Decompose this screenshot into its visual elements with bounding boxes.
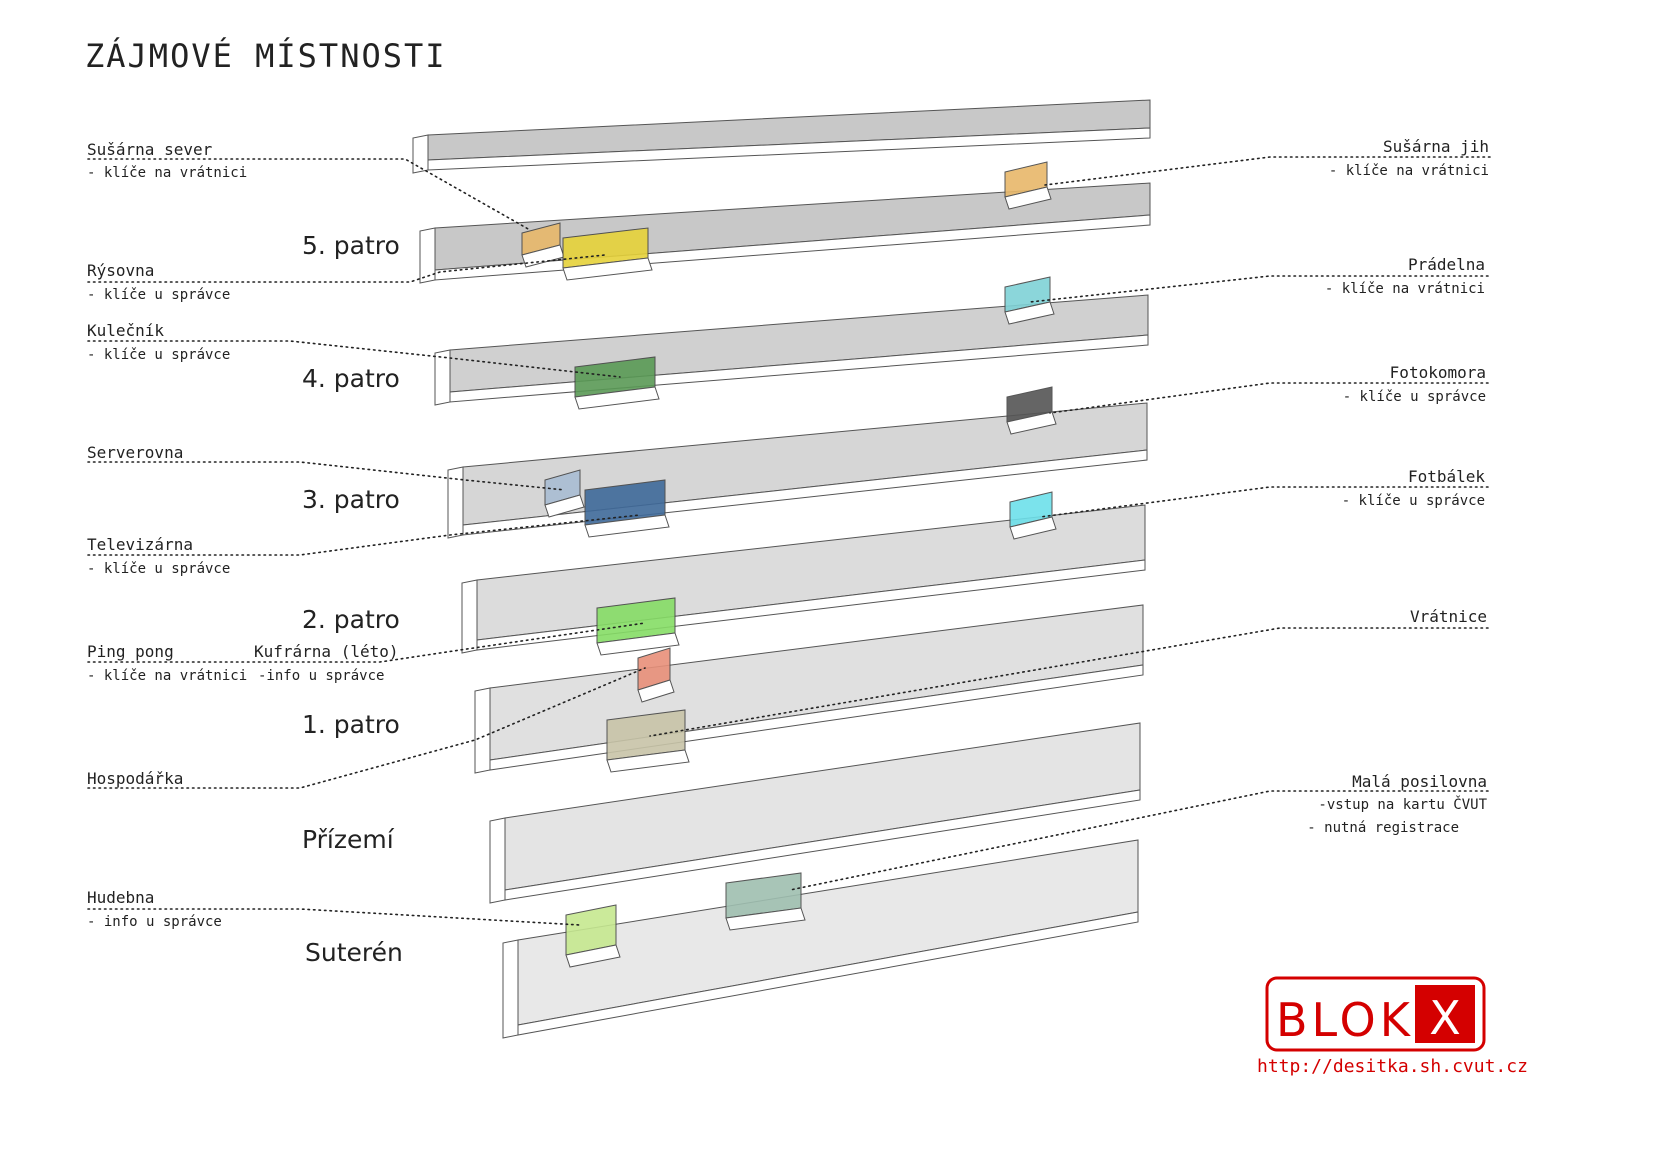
room-label: Sušárna jih: [1383, 137, 1489, 156]
room-box: [565, 904, 621, 968]
leader-fotokomora: [1049, 382, 1489, 414]
room-box: [637, 647, 675, 703]
room-box: [1006, 386, 1057, 435]
ground-floor-slab: [489, 722, 1141, 904]
floor-label-1: 1. patro: [302, 710, 400, 739]
floor-label-2: 2. patro: [302, 605, 400, 634]
room-note: -vstup na kartu ČVUT: [1318, 795, 1487, 813]
room-note: - klíče u správce: [1343, 389, 1486, 405]
blok-x-logo: BLOK X: [1265, 976, 1486, 1052]
leader-kulecnik: [87, 340, 621, 378]
room-note: - klíče na vrátnici: [87, 165, 247, 181]
leader-susarna-jih: [1044, 156, 1491, 186]
floor-label-ground: Přízemí: [302, 825, 395, 854]
room-box: [606, 709, 690, 773]
floor-label-3: 3. patro: [302, 485, 400, 514]
website-link[interactable]: http://desitka.sh.cvut.cz: [1257, 1056, 1528, 1077]
room-label: Hospodářka: [87, 769, 183, 788]
room-note: - klíče na vrátnici: [87, 668, 247, 684]
room-box: [584, 479, 670, 538]
room-note: - klíče na vrátnici: [1329, 163, 1489, 179]
room-label: Serverovna: [87, 443, 183, 462]
page-title: ZÁJMOVÉ MÍSTNOSTI: [85, 37, 447, 75]
leader-pradelna: [1029, 275, 1489, 303]
leader-mala-posilovna: [789, 790, 1489, 891]
room-label: Malá posilovna: [1352, 772, 1487, 791]
leader-fotbalek: [1039, 486, 1489, 518]
room-box: [1009, 491, 1057, 540]
leader-susarna-sever: [87, 158, 531, 231]
room-note: - klíče u správce: [87, 347, 230, 363]
room-box: [544, 469, 585, 518]
floor-label-5: 5. patro: [302, 231, 400, 260]
room-label: Vrátnice: [1410, 607, 1487, 626]
room-label: Prádelna: [1408, 255, 1485, 274]
floor-label-basement: Suterén: [305, 938, 403, 967]
room-label: Fotokomora: [1390, 363, 1486, 382]
leader-vratnice: [649, 627, 1489, 737]
leader-televizarna: [87, 514, 641, 556]
room-note: - klíče u správce: [87, 287, 230, 303]
basement-slab: [502, 839, 1139, 1039]
roof-slab: [412, 99, 1151, 174]
logo-text: BLOK: [1276, 993, 1414, 1047]
room-label: Sušárna sever: [87, 140, 213, 159]
logo-mark: X: [1429, 991, 1461, 1045]
room-label: Hudebna: [87, 888, 154, 907]
leader-hospodarka: [87, 667, 646, 789]
room-note: - nutná registrace: [1307, 820, 1459, 836]
room-note: - klíče na vrátnici: [1325, 281, 1485, 297]
room-box: [562, 227, 653, 281]
room-box: [725, 872, 806, 931]
room-label: Kufrárna (léto): [254, 642, 399, 661]
room-label: Kulečník: [87, 321, 164, 340]
room-note: - klíče u správce: [1342, 493, 1485, 509]
leader-rysovna: [87, 254, 606, 283]
room-box: [596, 597, 680, 656]
room-label: Fotbálek: [1408, 467, 1485, 486]
leader-serverovna: [87, 461, 566, 491]
room-box: [521, 222, 565, 268]
room-note: - info u správce: [87, 914, 222, 930]
room-label: Ping pong: [87, 642, 174, 661]
room-box: [1004, 276, 1055, 325]
room-box: [1004, 161, 1052, 210]
room-note: - klíče u správce: [87, 561, 230, 577]
room-note: -info u správce: [258, 668, 384, 684]
room-label: Televizárna: [87, 535, 193, 554]
floor-label-4: 4. patro: [302, 364, 400, 393]
room-label: Rýsovna: [87, 261, 154, 280]
